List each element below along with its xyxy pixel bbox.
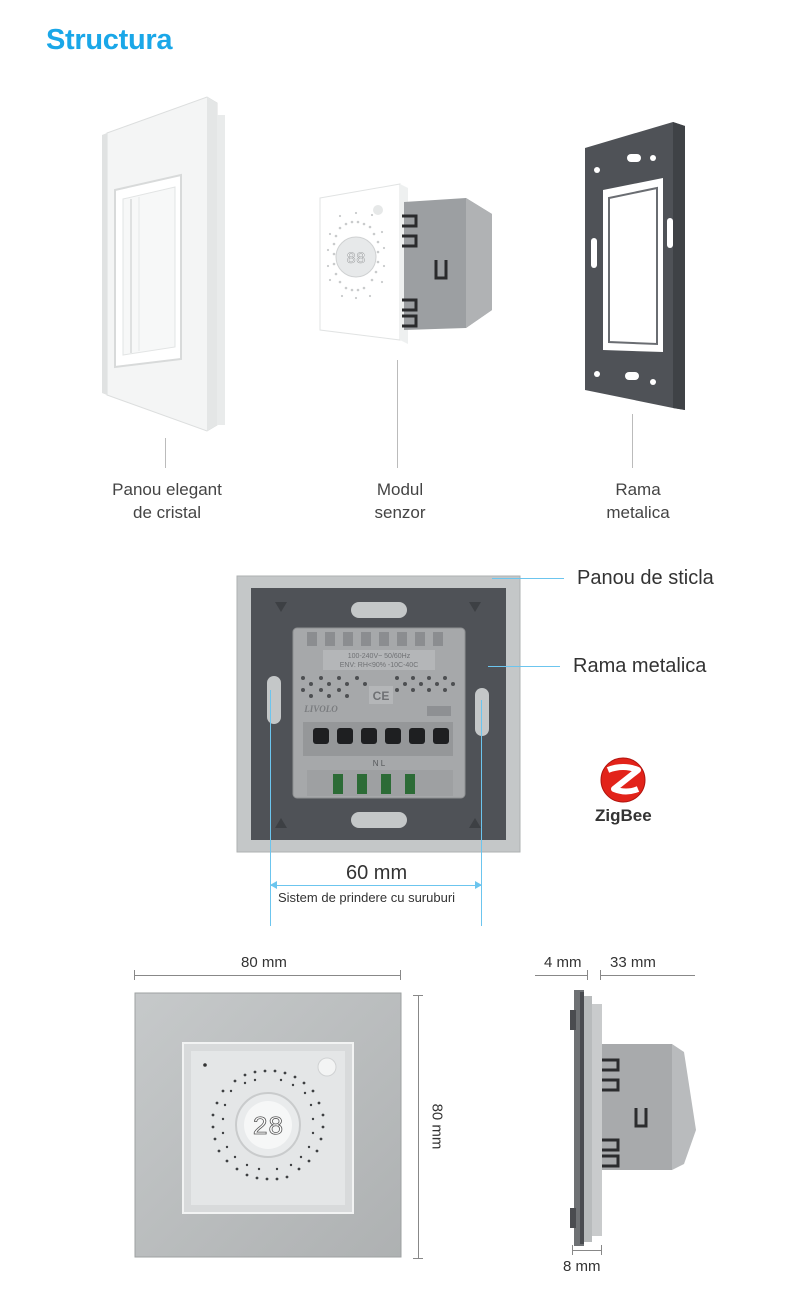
label-metal-frame: Rama metalica — [573, 655, 707, 677]
dimension-line — [535, 975, 587, 976]
caption-line: Modul — [376, 480, 424, 499]
label-glass-panel: Panou de sticla — [577, 567, 714, 589]
env-label: ENV: RH<90% -10C-40C — [340, 662, 419, 669]
dimension-tick — [600, 970, 601, 980]
svg-text:88: 88 — [346, 250, 365, 268]
pointer-line-glass — [492, 578, 564, 579]
dimension-line — [572, 1250, 602, 1251]
pointer-line-frame — [488, 666, 560, 667]
caption-line: Rama — [615, 480, 661, 499]
sensor-module-image: 88 — [319, 183, 492, 344]
dimension-tick — [134, 970, 135, 980]
terminal-labels: N L — [373, 759, 386, 768]
leader-line — [397, 360, 398, 468]
rating-label: 100-240V~ 50/60Hz — [348, 653, 411, 660]
brand-mark: LIVOLO — [303, 704, 338, 714]
caption-line: senzor — [374, 503, 426, 522]
leader-line — [632, 414, 633, 468]
front-height-label: 80 mm — [428, 1103, 446, 1150]
side-view-image — [570, 990, 696, 1246]
dimension-guide — [481, 700, 482, 926]
dimension-tick — [400, 970, 401, 980]
display-readout: 28 — [252, 1112, 283, 1142]
dimension-guide — [270, 690, 271, 926]
dimension-tick — [572, 1245, 573, 1255]
caption-line: Panou elegant — [112, 480, 222, 499]
caption-sensor-module: Modul senzor — [340, 478, 460, 524]
dimension-line — [418, 995, 419, 1259]
module-depth-label: 33 mm — [610, 954, 656, 971]
arrow-left-icon — [270, 881, 277, 889]
dimension-tick — [413, 1258, 423, 1259]
dimension-tick — [601, 1245, 602, 1255]
back-view-image: 100-240V~ 50/60Hz ENV: RH<90% -10C-40C C… — [236, 575, 521, 853]
leader-line — [165, 438, 166, 468]
width-60mm: 60 mm — [346, 862, 408, 884]
metal-frame-image — [585, 122, 685, 410]
page-title: Structura — [46, 24, 173, 56]
arrow-right-icon — [475, 881, 482, 889]
caption-line: metalica — [606, 503, 670, 522]
front-view-image: 28 — [134, 992, 402, 1258]
dimension-line — [600, 975, 695, 976]
glass-panel-image — [102, 96, 225, 432]
dimension-line — [134, 975, 401, 976]
caption-glass-panel: Panou elegant de cristal — [92, 478, 242, 524]
zigbee-logo-icon — [600, 757, 646, 803]
ce-mark: CE — [373, 689, 390, 703]
glass-depth-label: 4 mm — [544, 954, 582, 971]
front-width-label: 80 mm — [241, 954, 287, 971]
side-bottom-label: 8 mm — [563, 1258, 601, 1275]
zigbee-wordmark: ZigBee — [595, 806, 652, 825]
dimension-line — [270, 885, 482, 886]
dimension-tick — [587, 970, 588, 980]
dimension-tick — [413, 995, 423, 996]
mount-caption: Sistem de prindere cu suruburi — [278, 890, 456, 905]
caption-metal-frame: Rama metalica — [578, 478, 698, 524]
caption-line: de cristal — [132, 503, 202, 522]
